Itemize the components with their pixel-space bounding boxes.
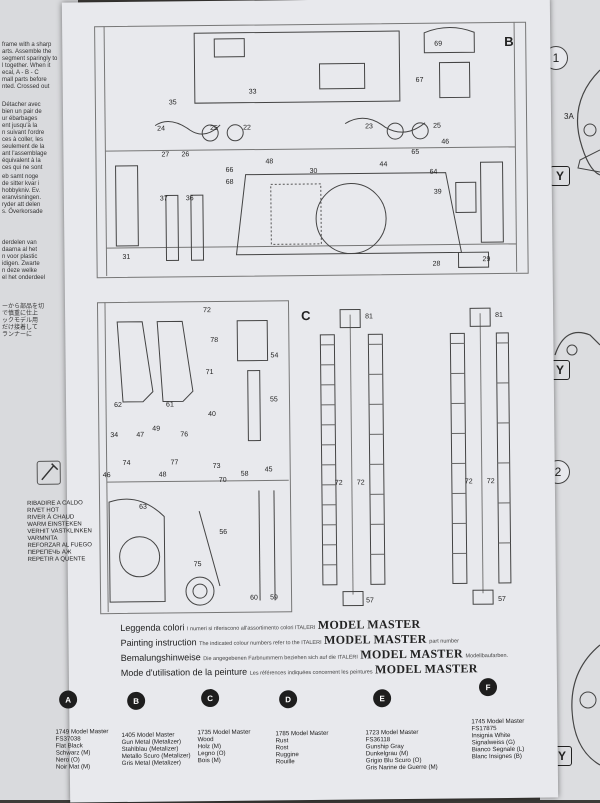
color-swatch-c: C	[201, 689, 219, 707]
y-mark-1: Y	[550, 166, 570, 186]
rivet-tool-icon	[37, 461, 61, 485]
part-label: 29	[483, 256, 491, 263]
part-label: 25	[210, 125, 218, 132]
part-label: 72	[203, 307, 211, 314]
part-label: 47	[136, 432, 144, 439]
part-label: 66	[226, 167, 234, 174]
part-label: 63	[139, 504, 147, 511]
sprue-b-parts	[94, 22, 527, 276]
legend-fr: Mode d'utilisation de la peinture Les ré…	[121, 661, 478, 680]
part-label: 72	[335, 480, 343, 487]
left-text-block-jp: ーから部品を切で慎重に仕上ックモデル用だけ接着してランナーに	[2, 290, 44, 353]
part-label: 28	[433, 261, 441, 268]
part-label: 45	[265, 466, 273, 473]
track-sprues	[310, 303, 513, 610]
part-label: 74	[123, 460, 131, 467]
part-label: 31	[122, 254, 130, 261]
part-label: 55	[270, 396, 278, 403]
part-label: 49	[152, 426, 160, 433]
part-label: 78	[210, 337, 218, 344]
part-label: 65	[411, 149, 419, 156]
part-label: 39	[434, 189, 442, 196]
part-label: 27	[161, 151, 169, 158]
part-label: 54	[270, 352, 278, 359]
assembly-drawing-1	[560, 60, 600, 180]
part-label: 61	[166, 401, 174, 408]
part-label: 46	[441, 139, 449, 146]
part-label: 35	[169, 99, 177, 106]
model-master-logo: MODEL MASTER	[360, 646, 463, 661]
part-label: 60	[250, 595, 258, 602]
part-label: 37	[160, 195, 168, 202]
color-swatch-f: F	[479, 678, 497, 696]
color-swatch-d: D	[279, 690, 297, 708]
part-label: 72	[357, 479, 365, 486]
part-label: 33	[249, 89, 257, 96]
part-label: 24	[157, 126, 165, 133]
model-master-logo: MODEL MASTER	[324, 632, 427, 647]
part-label: 46	[103, 472, 111, 479]
part-label: 76	[180, 431, 188, 438]
part-label: 59	[270, 594, 278, 601]
part-label: 67	[416, 77, 424, 84]
model-master-logo: MODEL MASTER	[375, 661, 478, 676]
part-label: 40	[208, 411, 216, 418]
model-master-logo: MODEL MASTER	[318, 617, 421, 632]
part-label: 58	[241, 471, 249, 478]
part-label: 81	[365, 313, 373, 320]
part-label: 64	[430, 169, 438, 176]
part-label: 48	[265, 158, 273, 165]
part-label: 30	[310, 168, 318, 175]
part-label: 70	[219, 477, 227, 484]
color-swatch-e: E	[373, 689, 391, 707]
color-swatch-b: B	[127, 692, 145, 710]
part-label: 72	[487, 478, 495, 485]
part-label: 48	[159, 472, 167, 479]
part-label: 75	[194, 561, 202, 568]
part-label: 44	[380, 161, 388, 168]
color-swatch-a: A	[59, 690, 77, 708]
part-label: 68	[226, 179, 234, 186]
part-label: 56	[219, 529, 227, 536]
part-label: 77	[171, 459, 179, 466]
part-label: 23	[365, 123, 373, 130]
part-label: 72	[465, 478, 473, 485]
part-label: 22	[243, 125, 251, 132]
part-label: 34	[110, 432, 118, 439]
part-label: 71	[206, 369, 214, 376]
part-label: 25	[433, 123, 441, 130]
part-label: 73	[213, 463, 221, 470]
instruction-sheet: B 35 69 67 24 25 22 23 25	[62, 0, 558, 803]
part-label: 57	[366, 597, 374, 604]
part-label: 36	[186, 195, 194, 202]
part-label: 81	[495, 312, 503, 319]
part-label: 69	[434, 41, 442, 48]
part-label: 26	[181, 151, 189, 158]
part-label: 57	[498, 596, 506, 603]
part-label: 62	[114, 402, 122, 409]
